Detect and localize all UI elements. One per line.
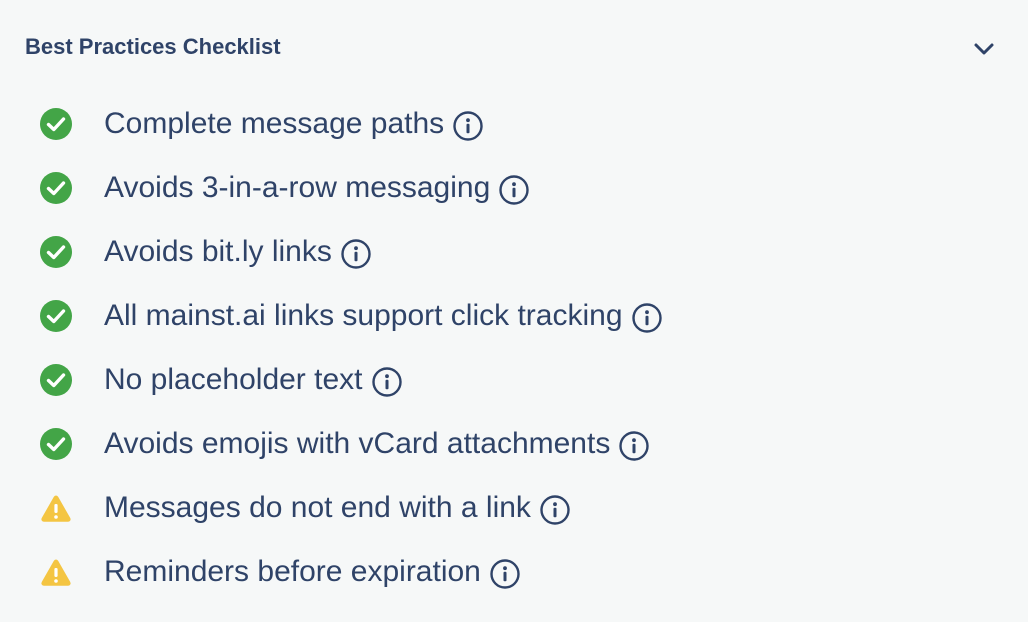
check-circle-icon <box>40 108 72 140</box>
checklist-item: Messages do not end with a link <box>0 476 1028 540</box>
checklist-item: Avoids bit.ly links <box>0 220 1028 284</box>
checklist-item-label: Complete message paths <box>104 107 445 140</box>
checklist-item: No placeholder text <box>0 348 1028 412</box>
info-icon[interactable] <box>453 111 483 141</box>
checklist-item-label: Avoids bit.ly links <box>104 235 332 268</box>
checklist-item: Avoids 3-in-a-row messaging <box>0 156 1028 220</box>
info-icon[interactable] <box>499 175 529 205</box>
checklist-item: Avoids emojis with vCard attachments <box>0 412 1028 476</box>
info-icon[interactable] <box>371 367 402 397</box>
checklist-item: Reminders before expiration <box>0 540 1028 604</box>
check-circle-icon <box>40 300 72 332</box>
check-circle-icon <box>40 428 72 460</box>
checklist-item-label: All mainst.ai links support click tracki… <box>104 299 623 332</box>
checklist-item: All mainst.ai links support click tracki… <box>0 284 1028 348</box>
info-icon[interactable] <box>341 239 371 269</box>
checklist-item-label: Avoids 3-in-a-row messaging <box>104 171 491 204</box>
check-circle-icon <box>40 364 72 396</box>
check-circle-icon <box>40 172 72 204</box>
checklist-item-label: Messages do not end with a link <box>104 491 531 524</box>
checklist-header[interactable]: Best Practices Checklist <box>0 0 1028 96</box>
info-icon[interactable] <box>619 431 650 461</box>
chevron-down-icon[interactable] <box>972 38 996 60</box>
warning-triangle-icon <box>41 495 71 522</box>
checklist-title: Best Practices Checklist <box>25 34 281 59</box>
checklist-item-label: No placeholder text <box>104 363 363 396</box>
checklist-item: Complete message paths <box>0 92 1028 156</box>
check-circle-icon <box>40 236 72 268</box>
checklist-item-label: Avoids emojis with vCard attachments <box>104 427 611 460</box>
checklist-item-label: Reminders before expiration <box>104 555 481 588</box>
info-icon[interactable] <box>490 559 520 589</box>
info-icon[interactable] <box>631 303 662 333</box>
warning-triangle-icon <box>41 559 71 586</box>
info-icon[interactable] <box>540 495 570 525</box>
